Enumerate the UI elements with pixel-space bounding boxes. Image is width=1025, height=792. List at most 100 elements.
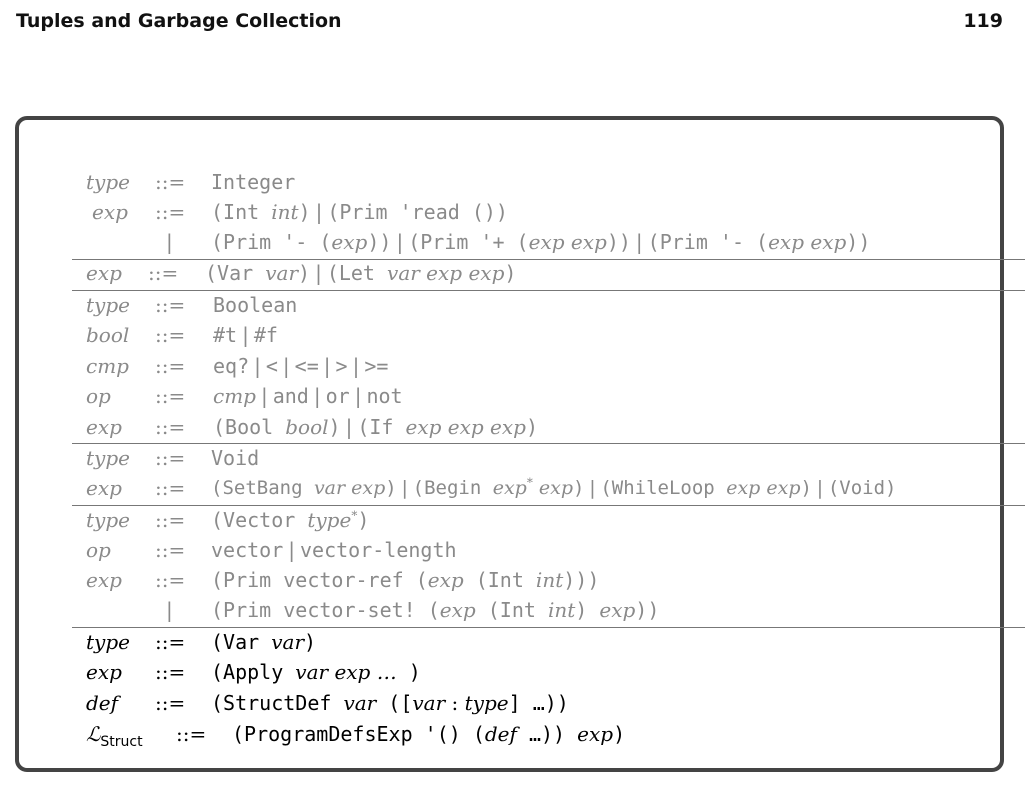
production: #t | #f — [213, 320, 278, 351]
grammar-figure — [15, 116, 1004, 772]
code-text: eq? — [213, 354, 250, 378]
metavariable: var exp exp — [387, 261, 505, 285]
code-text: ) — [298, 261, 311, 285]
metavariable: exp exp — [726, 477, 801, 499]
alternative-bar: | — [635, 230, 643, 254]
alternative-bar: | — [282, 354, 290, 378]
metavariable: int — [547, 598, 576, 622]
code-text: #t — [213, 323, 238, 347]
production: (SetBang var exp) | (Begin exp* exp) | (… — [211, 473, 897, 504]
metavariable: var — [412, 691, 446, 715]
defines-symbol: ::= — [148, 261, 179, 285]
alternative-bar: | — [315, 261, 322, 285]
nonterminal: exp — [86, 261, 122, 285]
code-text: (Apply — [211, 660, 296, 684]
defines-symbol: ::= — [176, 722, 207, 746]
production: (Var var) | (Let var exp exp) — [205, 258, 516, 289]
nonterminal: type — [86, 293, 130, 317]
nonterminal: type — [86, 170, 130, 194]
production: (Prim vector-ref (exp (Int int))) — [211, 565, 599, 596]
defines-symbol: ::= — [155, 446, 186, 470]
metavariable: exp exp — [528, 230, 607, 254]
code-text: (Prim 'read ()) — [327, 200, 508, 224]
code-text: (If — [357, 415, 406, 439]
code-text: (Begin — [412, 477, 493, 499]
production: vector | vector-length — [211, 535, 457, 566]
code-text: (Var — [205, 261, 266, 285]
alternative-bar: | — [254, 354, 261, 378]
code-text: (SetBang — [211, 477, 314, 499]
alternative-bar: | — [288, 538, 295, 562]
production: (Vector type*) — [211, 505, 369, 536]
nonterminal: type — [86, 446, 130, 470]
metavariable: var — [271, 630, 305, 654]
nonterminal: exp — [86, 476, 122, 500]
code-text: >= — [364, 354, 389, 378]
metavariable: var exp … — [295, 660, 397, 684]
defines-symbol: ::= — [155, 170, 186, 194]
alternative-bar: | — [396, 230, 404, 254]
code-text: (Let — [326, 261, 388, 285]
page-number: 119 — [963, 10, 1003, 32]
nonterminal: cmp — [86, 354, 129, 378]
metavariable: var — [265, 261, 299, 285]
alternative-bar: | — [589, 477, 596, 499]
production: (StructDef var ([var : type] …)) — [211, 688, 569, 719]
alternative-bar: | — [352, 354, 360, 378]
code-text: or — [325, 384, 350, 408]
section-divider — [72, 505, 1025, 506]
code-text: ) — [385, 477, 397, 499]
metavariable: exp — [492, 477, 527, 499]
defines-symbol: ::= — [155, 568, 186, 592]
production: Void — [211, 443, 259, 474]
code-text: Integer — [211, 170, 296, 194]
code-text: ) — [575, 598, 600, 622]
code-text: vector-length — [300, 538, 457, 562]
language-name: ℒStruct — [86, 719, 143, 757]
section-divider — [72, 259, 1025, 260]
defines-symbol: ::= — [155, 538, 186, 562]
defines-symbol: ::= — [155, 476, 186, 500]
production: eq? | < | <= | > | >= — [213, 351, 388, 382]
production: (Prim '- (exp)) | (Prim '+ (exp exp)) | … — [211, 227, 870, 258]
alternative-bar: | — [323, 354, 331, 378]
code-text: ) — [613, 722, 626, 746]
metavariable: type — [307, 508, 352, 532]
code-text: ) — [525, 415, 539, 439]
nonterminal: type — [86, 508, 130, 532]
code-text: ([ — [376, 691, 413, 715]
code-text: ) — [504, 261, 517, 285]
code-text: (Int — [463, 568, 536, 592]
metavariable: exp exp — [768, 230, 847, 254]
nonterminal: def — [86, 691, 119, 715]
alternative-bar: | — [166, 598, 173, 622]
code-text: ))) — [563, 568, 600, 592]
code-text: not — [366, 384, 403, 408]
defines-symbol: ::= — [155, 354, 186, 378]
code-text: ) — [304, 630, 317, 654]
defines-symbol: ::= — [155, 323, 186, 347]
code-text: ) — [328, 415, 341, 439]
code-text: (Void) — [827, 477, 897, 499]
code-text: #f — [253, 323, 278, 347]
code-text: ) — [357, 508, 370, 532]
metavariable: def — [484, 722, 517, 746]
code-text: Boolean — [213, 293, 298, 317]
defines-symbol: ::= — [155, 293, 186, 317]
defines-symbol: ::= — [155, 508, 186, 532]
metavariable: exp exp exp — [405, 415, 526, 439]
section-divider — [72, 443, 1025, 444]
metavariable: int — [535, 568, 564, 592]
metavariable: bool — [285, 415, 329, 439]
metavariable: var — [343, 691, 377, 715]
code-text: ] …)) — [508, 691, 569, 715]
code-text: (Prim vector-ref ( — [211, 568, 428, 592]
metavariable: cmp — [213, 384, 256, 408]
code-text: (Prim vector-set! ( — [211, 598, 440, 622]
metavariable: exp — [331, 230, 368, 254]
nonterminal: bool — [86, 323, 130, 347]
code-text: > — [335, 354, 348, 378]
type-colon: : — [445, 691, 465, 715]
nonterminal: exp — [92, 200, 128, 224]
defines-symbol: ::= — [155, 660, 186, 684]
